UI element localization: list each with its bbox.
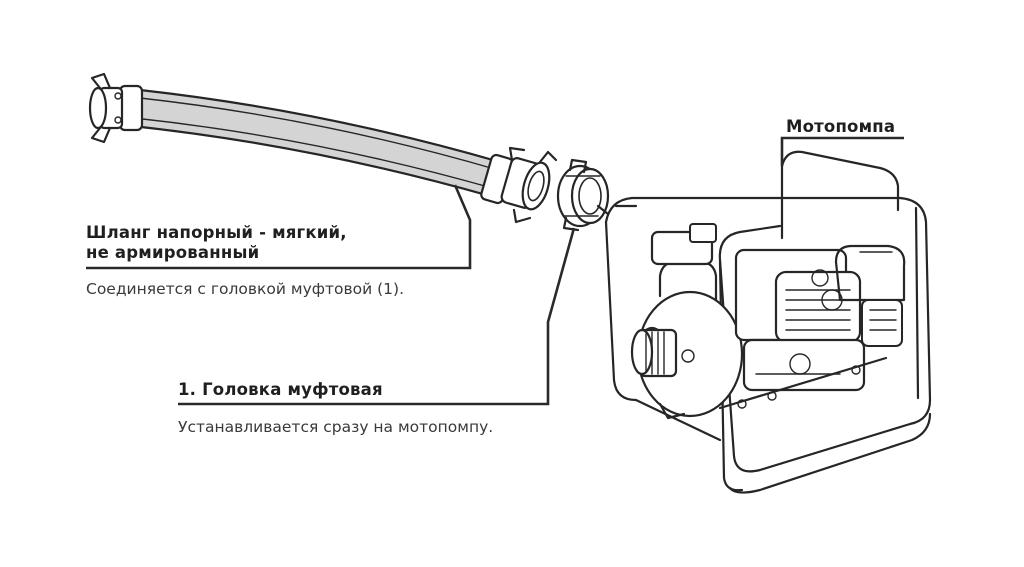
pump-title: Мотопомпа [786, 117, 896, 136]
hose-title-line1: Шланг напорный - мягкий, [86, 223, 347, 242]
coupling-leader-line [178, 227, 576, 406]
hose-title-line2: не армированный [86, 243, 260, 262]
motor-pump-illustration [604, 150, 932, 494]
hose-illustration [88, 72, 558, 224]
coupling-title: 1. Головка муфтовая [178, 380, 383, 399]
coupling-description: Устанавливается сразу на мотопомпу. [178, 418, 494, 436]
pump-leader-line [780, 136, 904, 166]
hose-leader-line [86, 184, 472, 270]
coupling-head-illustration [556, 158, 610, 232]
leader-lines [86, 136, 904, 406]
hose-description: Соединяется с головкой муфтовой (1). [86, 280, 405, 298]
